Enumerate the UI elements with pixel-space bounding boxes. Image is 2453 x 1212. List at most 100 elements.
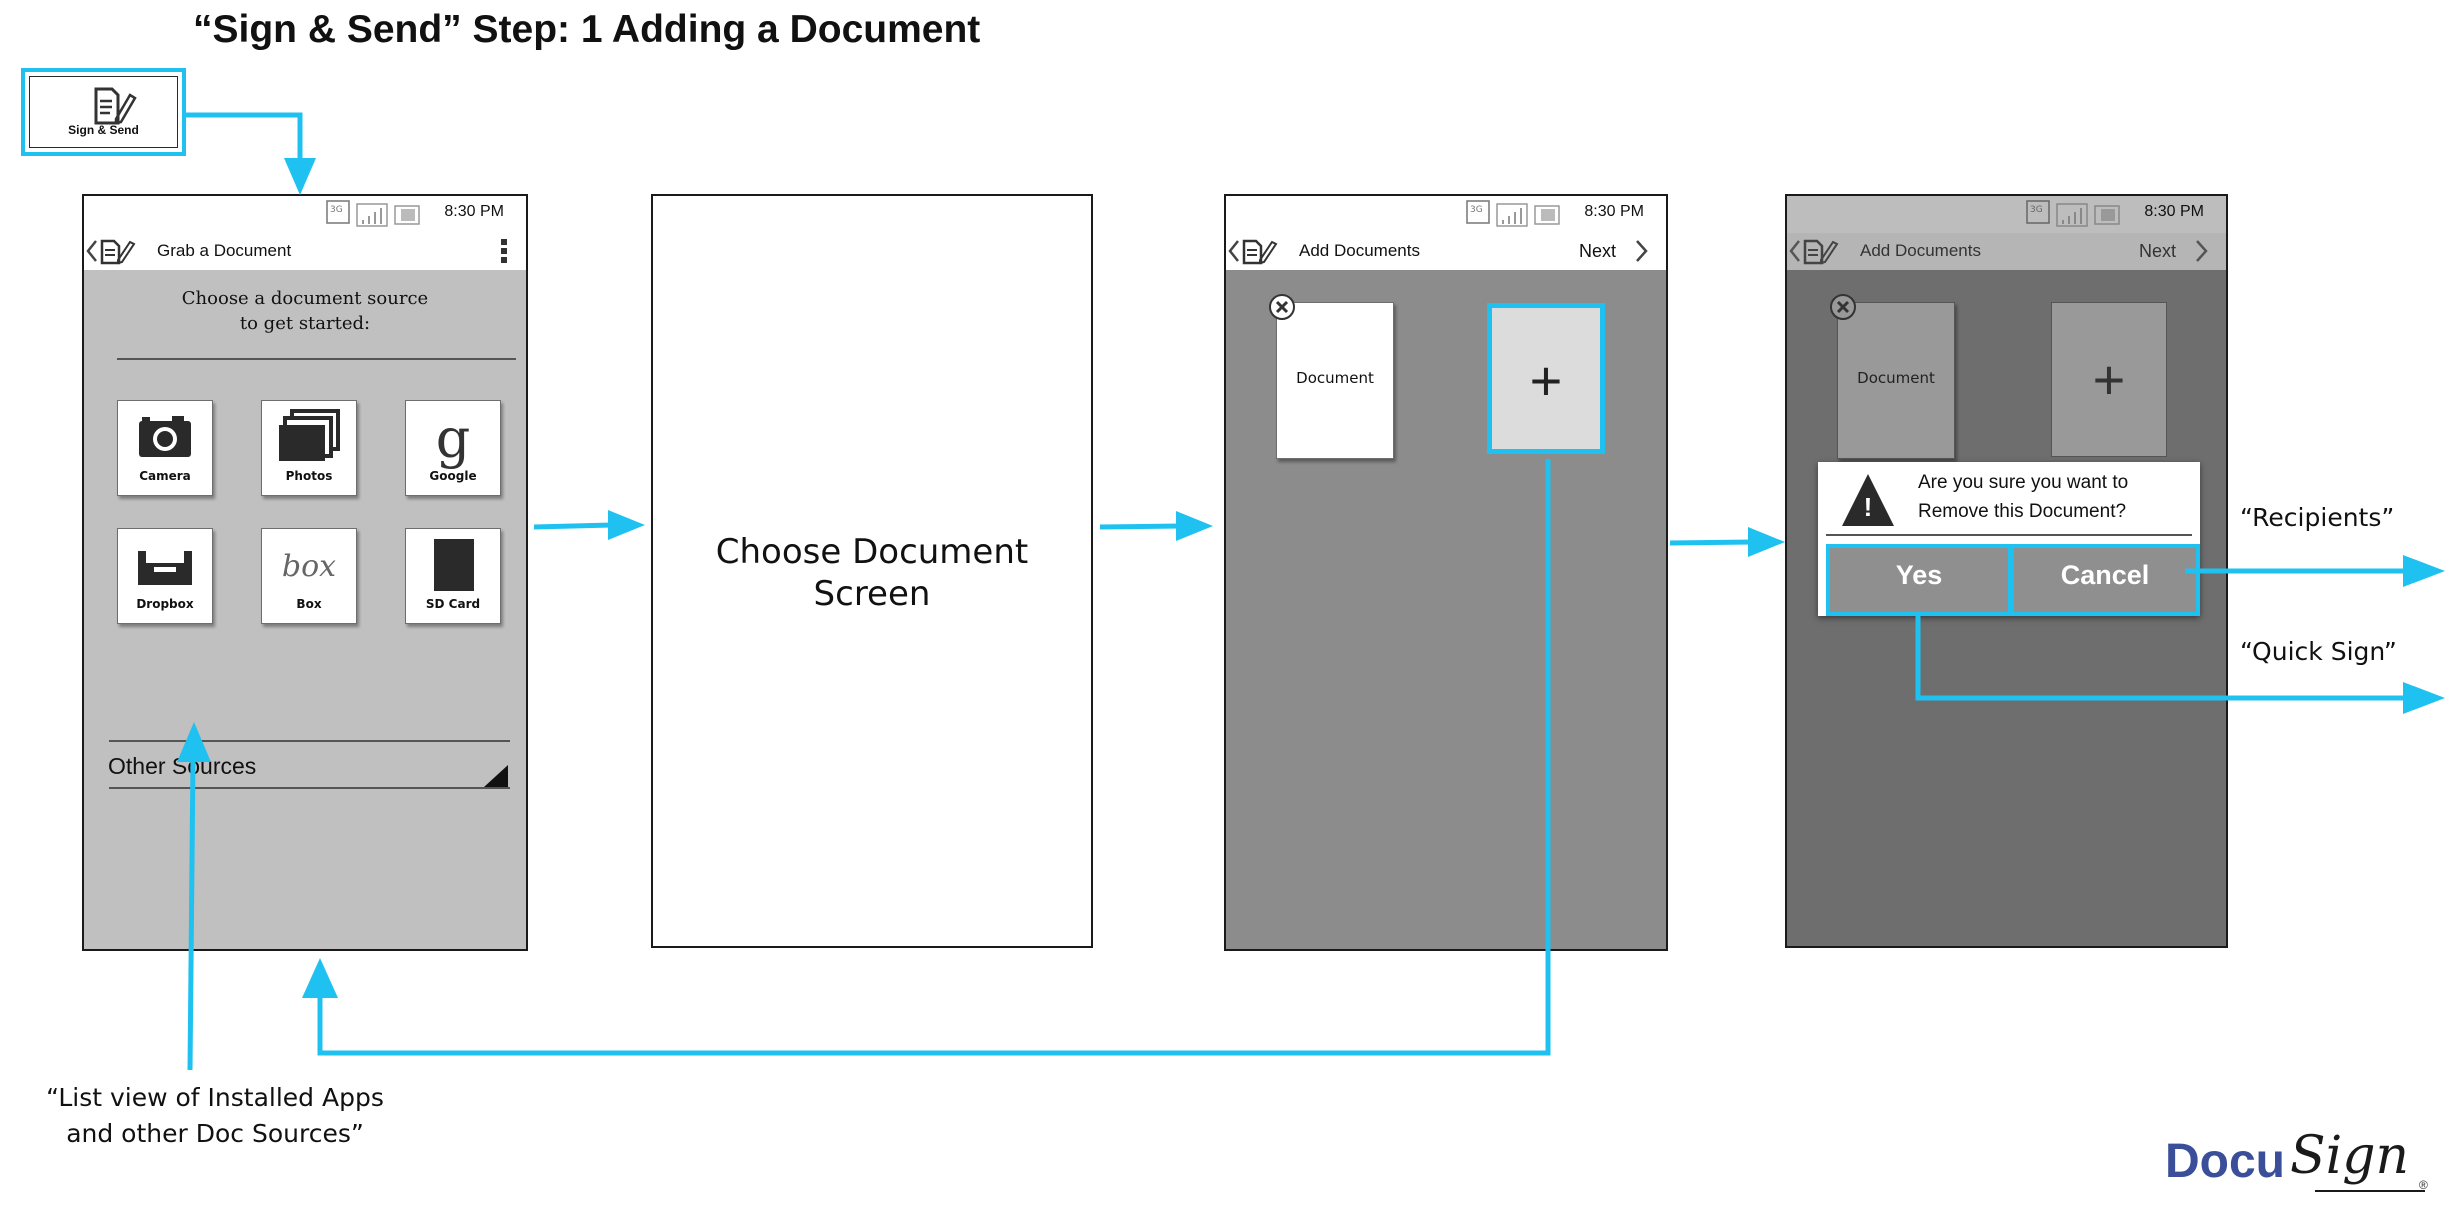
add-document-button[interactable]: + (1487, 303, 1605, 454)
screen2-line-1: Choose Document (715, 532, 1029, 572)
screen-remove-dialog: 3G 8:30 PM Add Documents Next Document (1785, 194, 2228, 948)
other-sources-divider (109, 740, 510, 742)
back-chevron-icon[interactable] (1226, 233, 1296, 270)
other-sources-underline (109, 787, 510, 789)
dropdown-corner-icon (484, 765, 508, 787)
warning-icon (1842, 474, 1894, 526)
document-label: Document (1296, 369, 1374, 387)
arrow-screen1-to-screen2 (533, 522, 613, 530)
camera-icon (139, 416, 191, 457)
docusign-logo: Docu Sign ® (2165, 1120, 2435, 1200)
header-title: Add Documents (1299, 241, 1420, 260)
screen-grab-document: 3G 8:30 PM Grab a Document Choose a docu… (82, 194, 528, 951)
arrowhead-screen4 (1748, 527, 1785, 557)
app-header: Add Documents Next (1226, 233, 1666, 271)
app-header: Add Documents Next (1787, 233, 2226, 271)
svg-text:3G: 3G (1470, 205, 1483, 215)
status-bar: 3G 8:30 PM (84, 196, 526, 234)
status-icons: 3G (326, 200, 420, 227)
screen1-content: Choose a document source to get started:… (84, 270, 526, 949)
cancel-button[interactable]: Cancel (2010, 544, 2200, 616)
logo-registered: ® (2419, 1178, 2428, 1192)
source-tile-box[interactable]: box Box (261, 528, 357, 624)
source-tile-dropbox[interactable]: Dropbox (117, 528, 213, 624)
tile-label: Camera (139, 469, 191, 483)
arrowhead-screen2 (608, 510, 645, 540)
tile-label: SD Card (425, 597, 481, 611)
chevron-right-icon[interactable] (1632, 233, 1652, 270)
note-quick-sign: “Quick Sign” (2240, 637, 2397, 666)
tile-label: Google (429, 469, 477, 483)
note-list-view-line-2: and other Doc Sources” (66, 1119, 364, 1148)
chevron-right-icon[interactable] (2192, 233, 2212, 270)
tile-label: Box (296, 597, 322, 611)
sign-send-launcher[interactable]: Sign & Send (21, 68, 186, 156)
dialog-message-line-1: Are you sure you want to (1918, 472, 2129, 493)
status-time: 8:30 PM (2144, 203, 2204, 220)
prompt-divider (117, 358, 516, 360)
back-chevron-icon[interactable] (84, 233, 154, 270)
header-title: Add Documents (1860, 241, 1981, 260)
logo-sign: Sign (2290, 1126, 2410, 1186)
screen4-content: Document + ! Are you sure you want to Re… (1787, 270, 2226, 946)
status-icons: 3G (1466, 200, 1560, 227)
box-icon: box (281, 549, 337, 584)
prompt-line-1: Choose a document source (181, 288, 429, 309)
status-time: 8:30 PM (1584, 203, 1644, 220)
confirm-dialog: ! Are you sure you want to Remove this D… (1818, 462, 2200, 616)
other-sources-item[interactable]: Other Sources (108, 753, 257, 779)
status-bar: 3G 8:30 PM (1226, 196, 1666, 234)
overflow-menu-icon[interactable] (494, 233, 514, 270)
status-bar: 3G 8:30 PM (1787, 196, 2226, 234)
svg-text:3G: 3G (2030, 205, 2043, 215)
warning-mark: ! (1863, 492, 1873, 522)
remove-document-icon[interactable] (1267, 292, 1297, 322)
tile-label: Dropbox (136, 597, 194, 611)
screen-choose-document: Choose Document Screen (651, 194, 1093, 948)
back-chevron-icon[interactable] (1787, 233, 1857, 270)
source-tile-photos[interactable]: Photos (261, 400, 357, 496)
source-tile-camera[interactable]: Camera (117, 400, 213, 496)
screen2-line-2: Screen (813, 574, 931, 614)
yes-button[interactable]: Yes (1826, 544, 2012, 616)
screen-add-documents: 3G 8:30 PM Add Documents Next Document (1224, 194, 1668, 951)
header-title: Grab a Document (157, 241, 292, 260)
document-thumbnail[interactable]: Document (1276, 302, 1394, 459)
svg-text:3G: 3G (330, 205, 343, 215)
page-title: “Sign & Send” Step: 1 Adding a Document (193, 8, 981, 51)
source-tile-google[interactable]: g Google (405, 400, 501, 496)
plus-icon: + (1529, 349, 1563, 412)
arrowhead-quick-sign (2403, 682, 2445, 714)
note-list-view-line-1: “List view of Installed Apps (46, 1083, 384, 1112)
plus-icon: + (2092, 348, 2126, 411)
arrowhead-screen1-bottom (302, 958, 338, 998)
arrowhead-recipients (2403, 555, 2445, 587)
arrow-launcher-to-screen1 (186, 112, 303, 175)
next-button[interactable]: Next (2138, 241, 2176, 261)
arrowhead-launcher (284, 158, 316, 195)
note-recipients: “Recipients” (2240, 503, 2395, 532)
prompt-line-2: to get started: (239, 313, 371, 334)
next-button[interactable]: Next (1578, 241, 1616, 261)
svg-text:g: g (436, 407, 471, 470)
logo-underline (2315, 1190, 2425, 1192)
document-thumbnail: Document (1837, 302, 1955, 459)
arrow-screen2-to-screen3 (1099, 523, 1181, 530)
dropbox-icon (138, 551, 192, 585)
arrowhead-screen3 (1176, 511, 1213, 541)
dialog-divider (1826, 534, 2192, 536)
status-time: 8:30 PM (444, 203, 504, 220)
remove-document-icon (1830, 294, 1856, 320)
app-header: Grab a Document (84, 233, 526, 271)
arrow-screen3-to-screen4 (1669, 539, 1753, 546)
tile-label: Photos (285, 469, 333, 483)
logo-docu: Docu (2165, 1135, 2285, 1188)
source-tile-sd-card[interactable]: SD Card (405, 528, 501, 624)
document-label: Document (1857, 369, 1935, 387)
add-document-button: + (2051, 302, 2167, 457)
status-icons: 3G (2026, 200, 2120, 227)
document-pen-icon (94, 87, 137, 125)
screen3-content: Document + (1226, 270, 1666, 949)
dialog-message-line-2: Remove this Document? (1918, 501, 2127, 522)
photos-icon (279, 409, 340, 461)
